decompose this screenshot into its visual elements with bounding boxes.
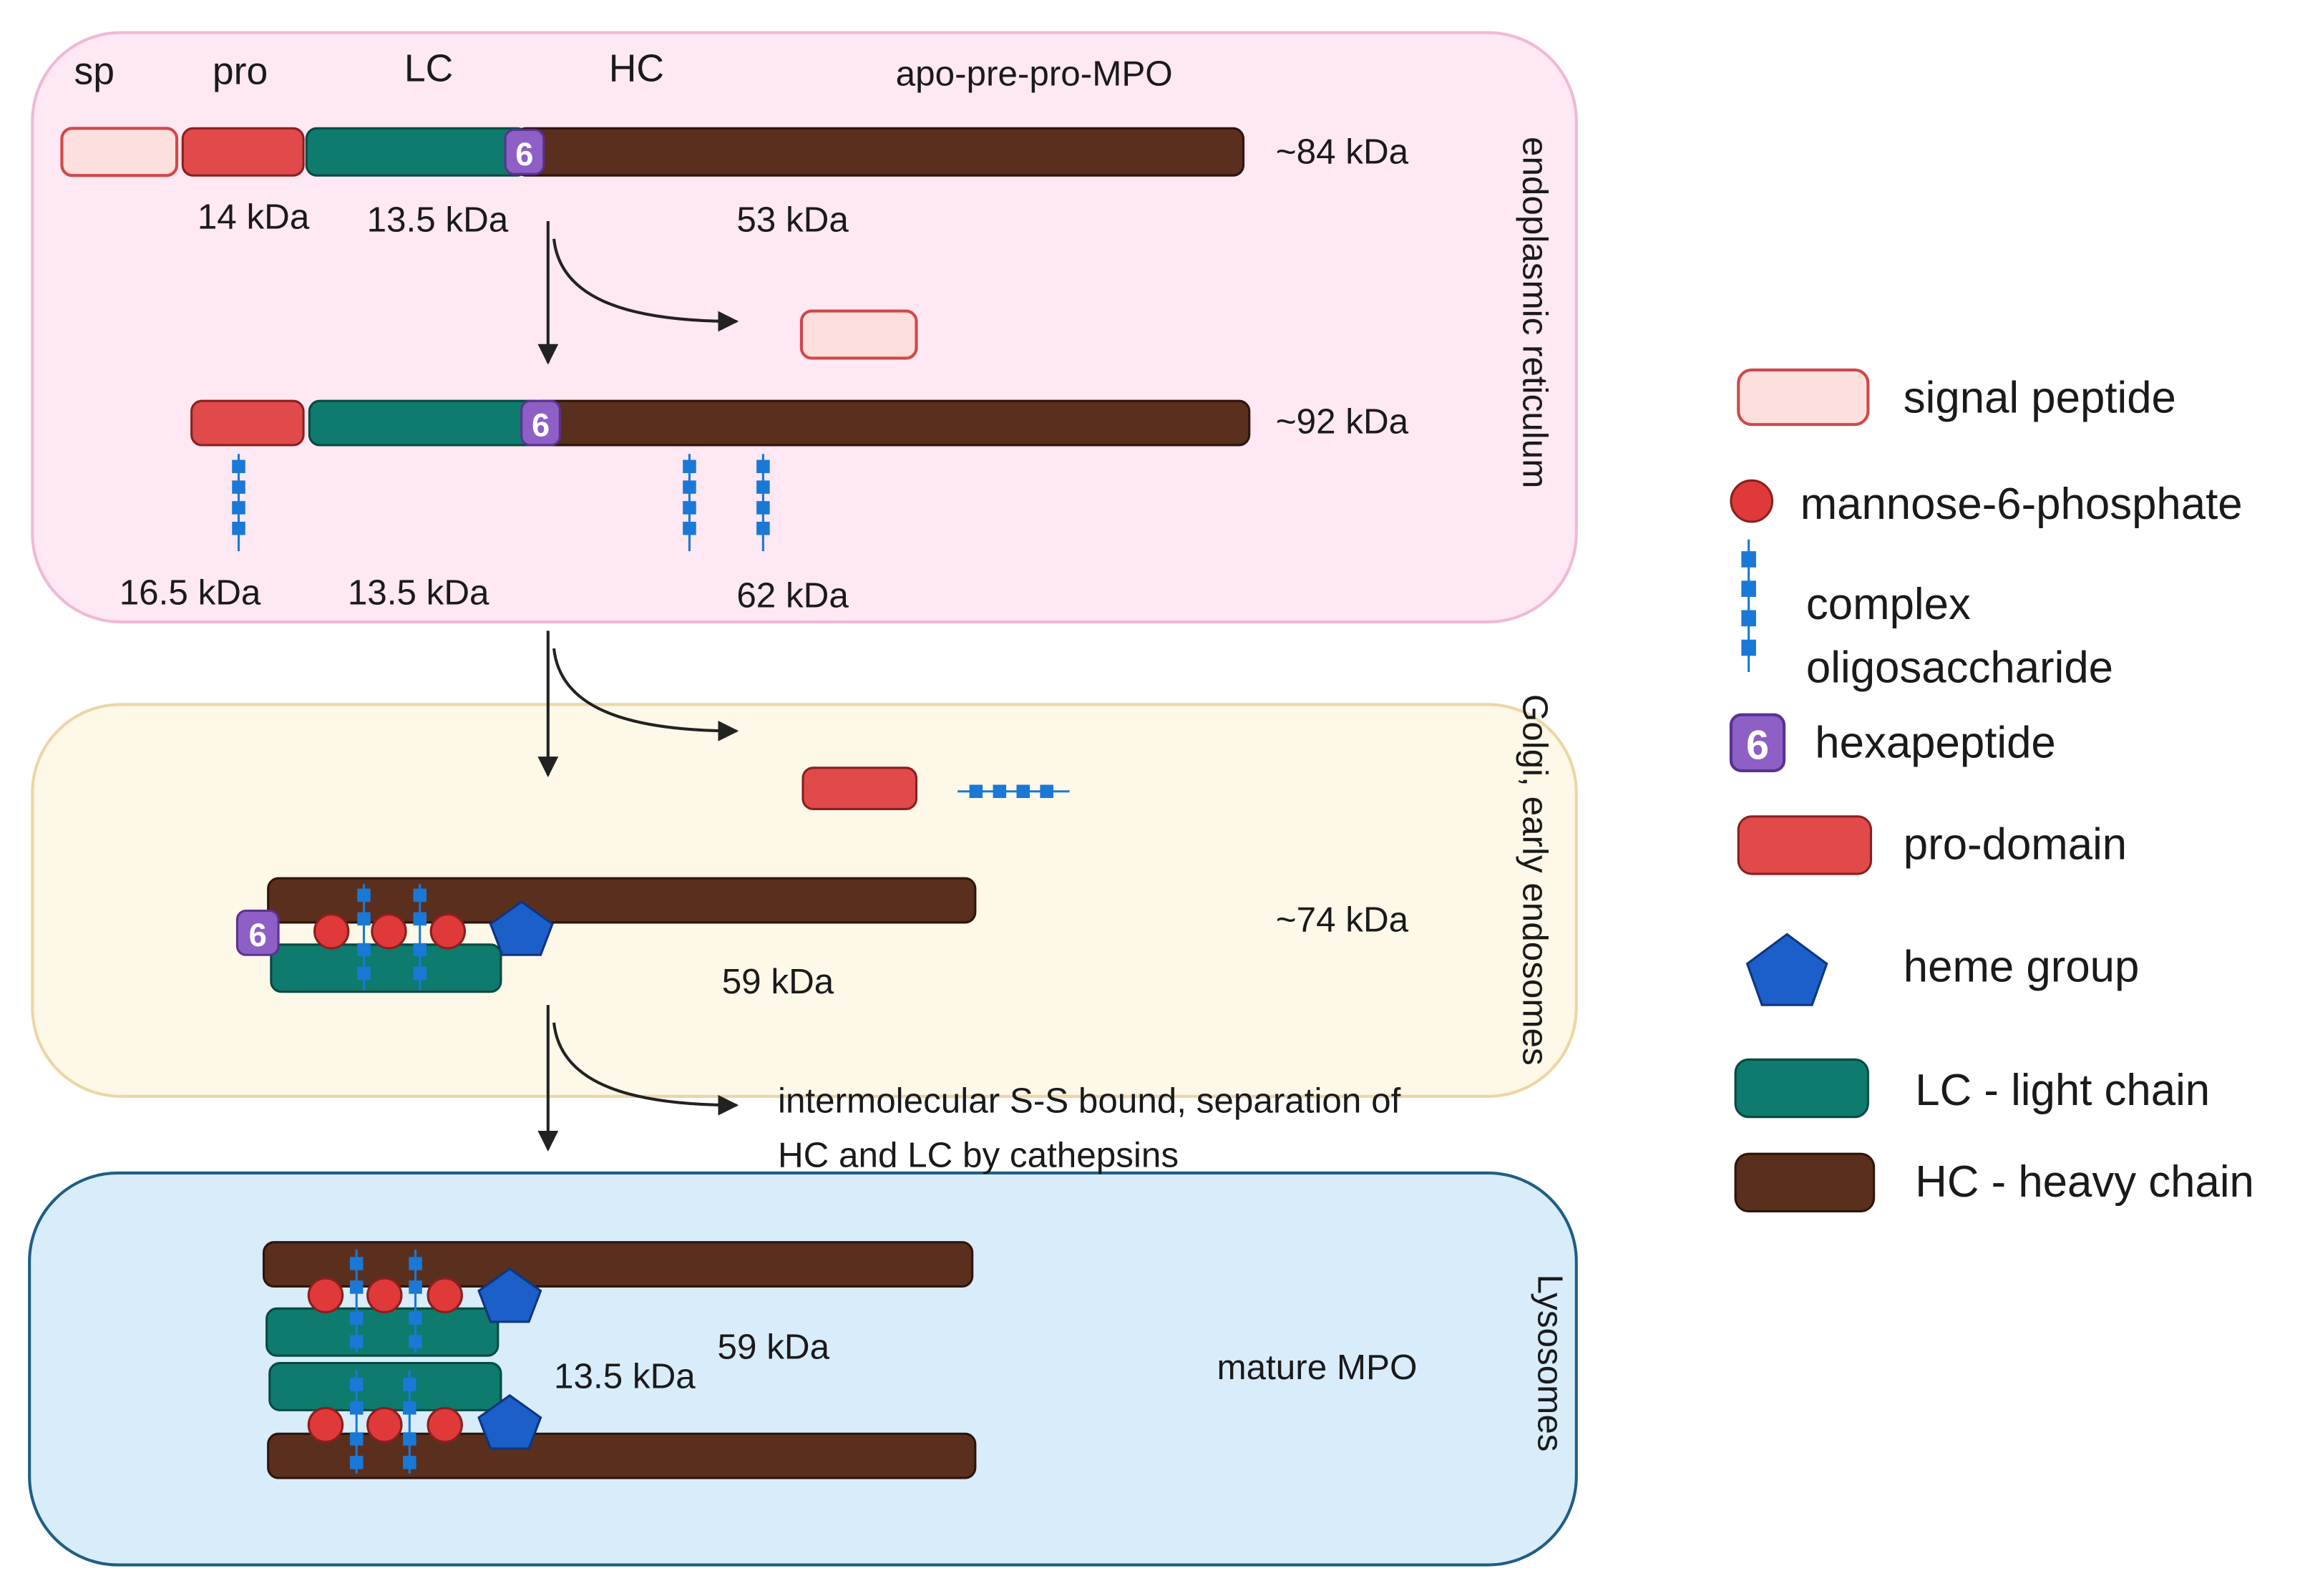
legend-pro-domain-label: pro-domain: [1904, 819, 2127, 869]
heme-icon: [489, 900, 554, 956]
lc-label: LC: [404, 47, 453, 89]
oligosaccharide-icon: [357, 884, 427, 991]
transition-arrow-2: [537, 631, 739, 777]
svg-text:6: 6: [1746, 722, 1769, 768]
light-chain-bar-2: [308, 399, 547, 447]
heavy-chain-bar-4b: [267, 1432, 977, 1479]
cleaved-pro-domain: [801, 767, 918, 810]
legend-light-chain-swatch: [1734, 1058, 1869, 1119]
heavy-chain-bar: [514, 127, 1245, 177]
pro-domain-bar-2: [190, 399, 305, 447]
light-chain-bar-4a: [265, 1307, 499, 1357]
pro-label: pro: [213, 51, 268, 93]
svg-text:6: 6: [532, 407, 550, 444]
svg-text:6: 6: [515, 136, 533, 172]
stage2-hc-mass: 62 kDa: [736, 575, 849, 615]
transition-arrow-3: [537, 1005, 739, 1152]
stage2-pro-mass: 16.5 kDa: [120, 573, 261, 612]
transition3-text-line1: intermolecular S-S bound, separation of: [778, 1081, 1401, 1121]
m6p-icon: [313, 913, 467, 950]
legend-heme-label: heme group: [1904, 942, 2140, 991]
legend-oligosaccharide-icon: [1741, 539, 1756, 672]
stage4-lc-mass: 13.5 kDa: [554, 1356, 696, 1396]
pro-domain-bar: [181, 127, 305, 177]
stage1-total-mass: ~84 kDa: [1276, 132, 1409, 172]
hc-label: HC: [609, 47, 664, 89]
light-chain-bar-4b: [268, 1361, 502, 1411]
stage3-hc-mass: 59 kDa: [722, 962, 834, 1001]
transition3-text-line2: HC and LC by cathepsins: [778, 1136, 1179, 1175]
legend-oligosaccharide-label-2: oligosaccharide: [1806, 643, 2113, 692]
light-chain-bar: [305, 127, 529, 177]
stage1-name: apo-pre-pro-MPO: [896, 54, 1173, 94]
legend-heavy-chain-label: HC - heavy chain: [1915, 1157, 2254, 1207]
light-chain-bar-3: [270, 943, 502, 993]
lysosome-label: Lysosomes: [1530, 1275, 1569, 1452]
heavy-chain-bar-2: [529, 399, 1251, 447]
sp-label: sp: [74, 51, 114, 93]
er-label: endoplasmic reticulum: [1516, 137, 1555, 488]
svg-text:6: 6: [249, 917, 267, 953]
legend-heme-icon: [1745, 933, 1828, 1006]
legend-hexapeptide-label: hexapeptide: [1815, 718, 2056, 767]
stage4-name: mature MPO: [1217, 1348, 1417, 1387]
stage3-total-mass: ~74 kDa: [1276, 900, 1409, 939]
hexapeptide-icon-2: 6: [520, 399, 561, 447]
stage1-hc-mass: 53 kDa: [736, 200, 849, 239]
stage2-total-mass: ~92 kDa: [1276, 402, 1409, 441]
stage1-pro-mass: 14 kDa: [198, 197, 310, 236]
legend-hexapeptide-icon: 6: [1729, 713, 1786, 772]
hexapeptide-icon: 6: [504, 128, 545, 175]
heavy-chain-bar-4a: [262, 1241, 974, 1288]
legend-pro-domain-swatch: [1737, 815, 1873, 875]
legend-signal-peptide-label: signal peptide: [1904, 374, 2176, 423]
golgi-label: Golgi, early endosomes: [1516, 694, 1555, 1066]
heme-icon: [477, 1267, 542, 1323]
signal-peptide-bar: [60, 127, 179, 177]
oligosaccharide-icon: [349, 1249, 422, 1474]
cleaved-signal-peptide: [799, 309, 918, 360]
stage1-lc-mass: 13.5 kDa: [367, 200, 509, 239]
legend-m6p-label: mannose-6-phosphate: [1800, 480, 2243, 529]
legend-oligosaccharide-label-1: complex: [1806, 580, 1971, 629]
heme-icon: [477, 1393, 542, 1450]
m6p-icon: [307, 1277, 463, 1444]
transition-arrow-1: [537, 221, 739, 365]
stage4-hc-mass: 59 kDa: [718, 1327, 830, 1366]
cleaved-oligosaccharide-icon: [957, 784, 1070, 798]
legend: signal peptide mannose-6-phosphate compl…: [1729, 368, 2254, 1213]
stage2-lc-mass: 13.5 kDa: [348, 573, 489, 612]
legend-signal-peptide-swatch: [1737, 368, 1870, 427]
heavy-chain-bar-3: [267, 877, 977, 924]
hexapeptide-icon-3: 6: [235, 909, 280, 956]
legend-heavy-chain-swatch: [1734, 1152, 1876, 1213]
legend-light-chain-label: LC - light chain: [1915, 1066, 2210, 1115]
legend-m6p-icon: [1730, 479, 1774, 523]
